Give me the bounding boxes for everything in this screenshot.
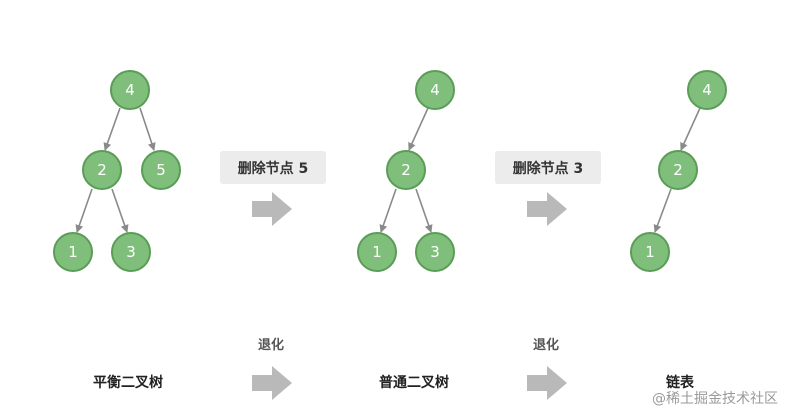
node-label: 5 <box>156 161 166 179</box>
tree-node-2: 2 <box>386 150 426 190</box>
node-label: 4 <box>702 81 712 99</box>
tree-node-3: 3 <box>415 232 455 272</box>
operation-label: 删除节点 5 <box>238 160 309 177</box>
right-arrow-icon <box>527 366 567 400</box>
node-label: 1 <box>372 243 382 261</box>
tree-balanced: 4 2 5 1 3 <box>53 70 181 272</box>
operation-label: 删除节点 3 <box>513 160 584 177</box>
right-arrow-icon <box>252 366 292 400</box>
edge-2-1 <box>653 188 672 233</box>
caption-linked-list: 链表 <box>666 374 695 391</box>
tree-node-2: 2 <box>82 150 122 190</box>
tree-node-1: 1 <box>357 232 397 272</box>
node-label: 1 <box>645 243 655 261</box>
node-label: 1 <box>68 243 78 261</box>
tree-node-4: 4 <box>110 70 150 110</box>
edge-4-2 <box>680 107 701 151</box>
caption-ordinary-tree: 普通二叉树 <box>379 374 449 391</box>
tree-node-1: 1 <box>630 232 670 272</box>
tree-node-4: 4 <box>415 70 455 110</box>
node-label: 3 <box>126 243 136 261</box>
operation-delete-3: 删除节点 3 <box>495 151 601 226</box>
right-arrow-icon <box>252 192 292 226</box>
edge-4-2 <box>408 107 429 151</box>
edge-2-1 <box>75 188 93 233</box>
node-label: 4 <box>430 81 440 99</box>
degrade-label: 退化 <box>258 337 284 353</box>
edge-4-5 <box>139 107 156 151</box>
caption-balanced-tree: 平衡二叉树 <box>93 374 163 391</box>
degrade-label: 退化 <box>533 337 559 353</box>
tree-node-4: 4 <box>687 70 727 110</box>
tree-node-1: 1 <box>53 232 93 272</box>
edge-2-3 <box>415 188 433 233</box>
operation-box <box>495 151 601 184</box>
tree-ordinary: 4 2 1 3 <box>357 70 455 272</box>
tree-node-2: 2 <box>658 150 698 190</box>
edge-2-1 <box>379 188 397 233</box>
operation-delete-5: 删除节点 5 <box>220 151 326 226</box>
node-label: 4 <box>125 81 135 99</box>
caption-row: 平衡二叉树 退化 普通二叉树 退化 链表 <box>93 337 695 400</box>
tree-node-3: 3 <box>111 232 151 272</box>
right-arrow-icon <box>527 192 567 226</box>
node-label: 2 <box>401 161 411 179</box>
operation-box <box>220 151 326 184</box>
tree-node-5: 5 <box>141 150 181 190</box>
tree-linked-list: 4 2 1 <box>630 70 727 272</box>
node-label: 2 <box>97 161 107 179</box>
node-label: 3 <box>430 243 440 261</box>
edge-2-3 <box>111 188 129 233</box>
watermark-text: @稀土掘金技术社区 <box>652 391 778 407</box>
edge-4-2 <box>103 107 121 151</box>
node-label: 2 <box>673 161 683 179</box>
